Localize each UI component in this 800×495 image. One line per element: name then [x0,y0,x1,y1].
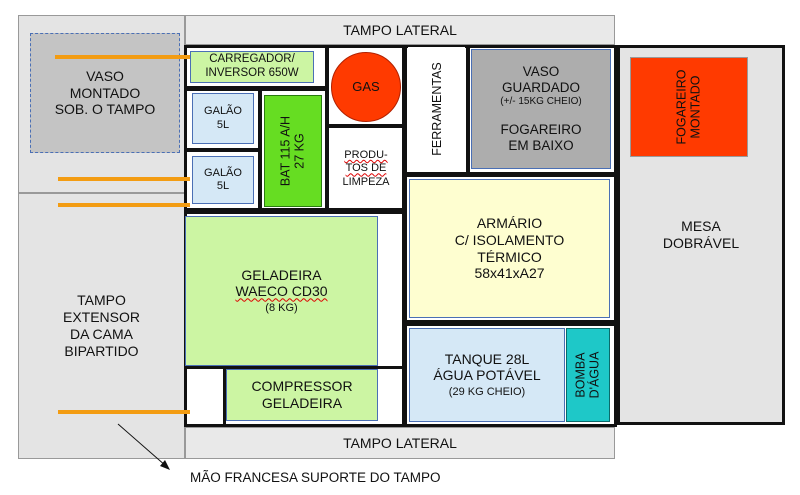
divider-left-horizontal [185,208,405,214]
vaso-montado: VASO MONTADO SOB. O TAMPO [30,33,180,153]
bomba-text: BOMBA D'ÁGUA [574,352,603,399]
gas-label: GAS [352,79,380,95]
armario-label-2: C/ ISOLAMENTO [454,231,565,248]
carregador-label-2: INVERSOR 650W [205,67,299,79]
bateria: BAT 115 A/H 27 KG [264,95,322,207]
fogareiro-montado: FOGAREIRO MONTADO [630,57,748,157]
vaso-montado-label-1: VASO [86,67,124,84]
bateria-label-1: BAT 115 A/H [278,115,293,187]
geladeira-label-1: GELADEIRA [241,266,322,283]
divider-center-vertical [402,45,407,427]
divider-carregador-row [185,86,325,91]
tanque-label-2: ÁGUA POTÁVEL [433,367,541,384]
mesa-label-1: MESA [681,218,721,235]
tanque-peso: (29 KG CHEIO) [448,386,526,399]
tampo-lateral-top-label: TAMPO LATERAL [343,21,457,38]
compressor-label-1: COMPRESSOR [251,378,353,395]
armario-label-4: 58x41xA27 [474,265,545,282]
ferramentas-label: FERRAMENTAS [429,61,444,156]
tampo-extensor: TAMPO EXTENSOR DA CAMA BIPARTIDO [18,193,185,459]
support-arm-1 [55,55,190,59]
divider-galao-horizontal [185,148,260,152]
divider-compressor-top [185,366,407,369]
galao-2: GALÃO 5L [192,156,254,204]
armario: ARMÁRIO C/ ISOLAMENTO TÉRMICO 58x41xA27 [409,179,610,318]
bateria-text: BAT 115 A/H 27 KG [279,116,308,186]
fogareiro-montado-label-1: FOGAREIRO [674,69,689,145]
fogareiro-montado-text: FOGAREIRO MONTADO [675,69,704,144]
tanque-label-1: TANQUE 28L [444,350,530,367]
geladeira-peso: (8 KG) [265,302,298,315]
divider-compressor-vertical [223,366,226,424]
carregador-inversor: CARREGADOR/ INVERSOR 650W [190,51,314,83]
divider-ferramentas-vertical [466,45,470,175]
galao-2-label-2: 5L [216,180,230,192]
fogareiro-montado-label-2: MONTADO [689,75,703,139]
support-arm-3 [58,203,190,207]
mesa-label-2: DOBRÁVEL [662,235,740,251]
divider-right-lower [405,320,615,326]
produtos-limpeza: PRODU- TOS DE LIMPEZA [331,132,401,206]
ferramentas: FERRAMENTAS [408,47,465,170]
tampo-lateral-top: TAMPO LATERAL [185,15,615,45]
bomba-label-2: D'ÁGUA [588,351,602,399]
vaso-montado-label-2: MONTADO [69,84,141,101]
tampo-lateral-bottom: TAMPO LATERAL [185,427,615,459]
tampo-extensor-label-2: EXTENSOR [62,309,140,326]
tampo-lateral-bottom-label: TAMPO LATERAL [343,434,457,451]
produtos-label-2: TOS DE [345,162,387,175]
galao-1-label-2: 5L [216,118,230,131]
fogareiro-baixo-label-1: FOGAREIRO [500,122,582,137]
produtos-label-3: LIMPEZA [342,175,390,188]
bomba-label-1: BOMBA [573,352,588,398]
divider-gas-bottom [327,124,405,128]
carregador-label-1: CARREGADOR/ [209,53,295,66]
compressor-geladeira: COMPRESSOR GELADEIRA [226,369,378,421]
tampo-extensor-label-3: DA CAMA [69,326,133,342]
tampo-extensor-label-1: TAMPO [77,292,126,309]
gas-cylinder: GAS [331,52,401,122]
divider-right-horizontal [405,172,615,177]
vaso-guardado: VASO GUARDADO (+/- 15KG CHEIO) FOGAREIRO… [471,49,611,169]
geladeira-label-2: WAECO CD30 [235,283,328,300]
galao-1: GALÃO 5L [192,93,254,144]
geladeira: GELADEIRA WAECO CD30 (8 KG) [185,216,378,366]
divider-galao-vertical [258,89,262,211]
galao-1-label-1: GALÃO [204,105,242,118]
vaso-guardado-label-1: VASO [522,63,560,79]
vaso-guardado-label-2: GUARDADO [501,79,580,95]
fogareiro-baixo-label-2: EM BAIXO [508,138,574,154]
vaso-montado-label-3: SOB. O TAMPO [54,101,156,118]
produtos-label-1: PRODU- [344,149,388,162]
bateria-label-2: 27 KG [293,133,307,169]
tanque-agua: TANQUE 28L ÁGUA POTÁVEL (29 KG CHEIO) [409,328,565,422]
divider-gas-vertical [325,45,329,210]
armario-label-1: ARMÁRIO [476,214,543,231]
compressor-label-2: GELADEIRA [261,395,343,411]
armario-label-3: TÉRMICO [477,248,542,265]
galao-2-label-1: GALÃO [204,166,242,179]
mao-francesa-label: MÃO FRANCESA SUPORTE DO TAMPO [190,470,441,485]
vaso-guardado-peso: (+/- 15KG CHEIO) [500,96,582,107]
support-arm-4 [58,410,190,414]
bomba-agua: BOMBA D'ÁGUA [566,328,610,422]
support-arm-2 [58,177,190,181]
tampo-extensor-label-4: BIPARTIDO [64,342,139,359]
